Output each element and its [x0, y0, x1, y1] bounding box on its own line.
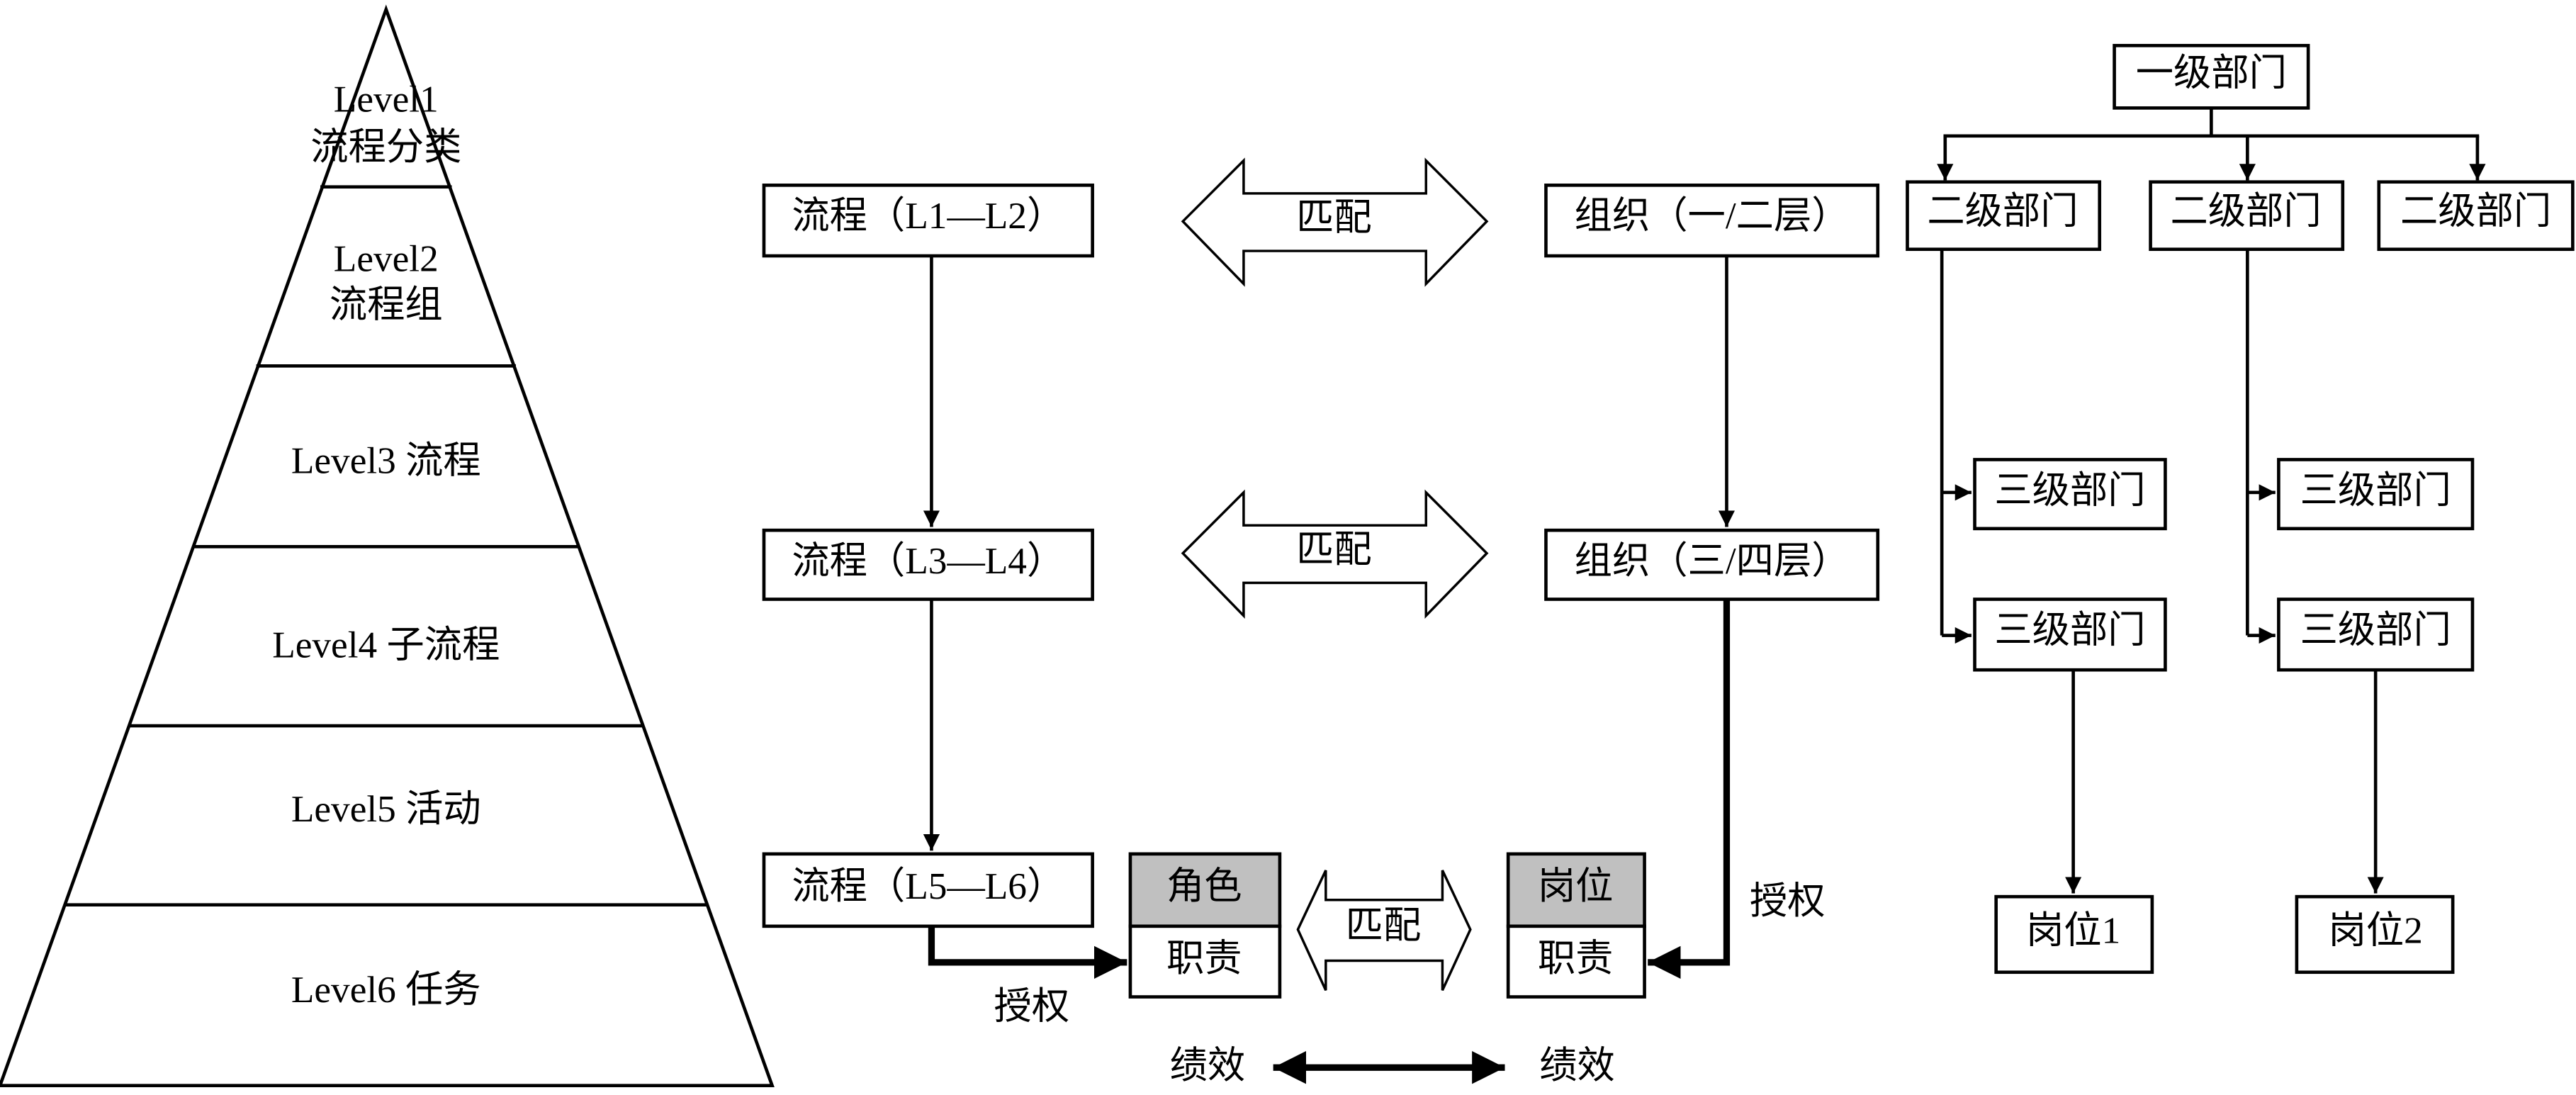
performance-left: 绩效 — [1170, 1044, 1246, 1086]
pyramid-level6: Level6 任务 — [291, 968, 481, 1011]
dept-level2: 二级部门 — [1927, 189, 2078, 232]
match-label: 匹配 — [1296, 528, 1372, 571]
match-label: 匹配 — [1346, 904, 1422, 947]
process-pyramid: Level1 流程分类 Level2 流程组 Level3 流程 Level4 … — [0, 4, 775, 1088]
org-layer-1-2: 组织（一/二层） — [1575, 194, 1850, 237]
performance-row: 绩效 绩效 — [1170, 1044, 1615, 1086]
dept-level3: 三级部门 — [1994, 468, 2145, 511]
performance-right: 绩效 — [1539, 1044, 1615, 1086]
org-chart: 一级部门 二级部门 二级部门 二级部门 三级部门 三级部门 三级部门 三级部门 … — [1906, 43, 2575, 975]
pyramid-level1-label: 流程分类 — [310, 125, 461, 168]
pyramid-level1-name: Level1 — [334, 78, 439, 120]
process-l5-l6: 流程（L5—L6） — [792, 865, 1064, 907]
match-arrow-1: 匹配 — [1181, 157, 1489, 287]
dept-level1: 一级部门 — [2136, 52, 2287, 94]
post-2: 岗位2 — [2329, 909, 2423, 952]
pyramid-level2-label: 流程组 — [330, 283, 443, 325]
dept-level3: 三级部门 — [1994, 608, 2145, 651]
position-label: 岗位 — [1538, 865, 1614, 907]
pyramid-level5: Level5 活动 — [291, 787, 481, 830]
process-l1-l2: 流程（L1—L2） — [792, 194, 1064, 237]
authorize-label-right: 授权 — [1750, 880, 1826, 922]
org-column: 组织（一/二层） 组织（三/四层） 授权 — [1544, 184, 1880, 979]
dept-level3: 三级部门 — [2300, 608, 2451, 651]
role-label: 角色 — [1166, 865, 1242, 907]
pyramid-level3: Level3 流程 — [291, 439, 481, 482]
process-column: 流程（L1—L2） 流程（L3—L4） 流程（L5—L6） 授权 — [762, 184, 1127, 1027]
dept-level3: 三级部门 — [2300, 468, 2451, 511]
post-1: 岗位1 — [2026, 909, 2120, 952]
match-arrow-3: 匹配 — [1296, 870, 1472, 991]
position-box: 岗位 职责 — [1506, 852, 1646, 999]
authorize-label-left: 授权 — [994, 984, 1070, 1027]
position-duty-label: 职责 — [1538, 937, 1614, 979]
role-box: 角色 职责 — [1128, 852, 1282, 999]
process-l3-l4: 流程（L3—L4） — [792, 539, 1064, 582]
pyramid-level4: Level4 子流程 — [272, 623, 500, 666]
role-duty-label: 职责 — [1166, 937, 1242, 979]
org-layer-3-4: 组织（三/四层） — [1575, 539, 1850, 582]
match-label: 匹配 — [1296, 196, 1372, 239]
match-arrow-2: 匹配 — [1181, 489, 1489, 619]
pyramid-level2-name: Level2 — [334, 237, 439, 280]
dept-level2: 二级部门 — [2170, 189, 2321, 232]
dept-level2: 二级部门 — [2400, 189, 2551, 232]
